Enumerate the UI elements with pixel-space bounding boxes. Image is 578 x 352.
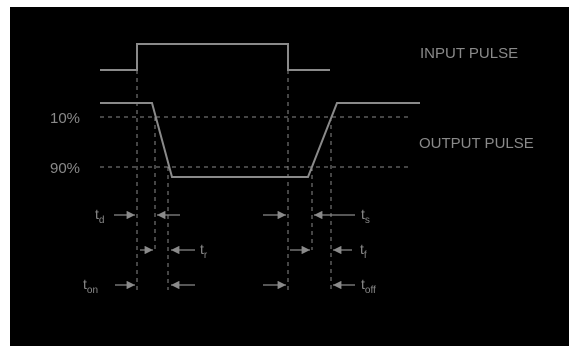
ton-label-sub: on — [87, 285, 98, 296]
ten-percent-label: 10% — [50, 110, 80, 127]
tf-label: tf — [360, 241, 367, 261]
tr-label-sub: r — [204, 250, 208, 261]
ts-label-main: t — [361, 206, 365, 222]
tf-label-sub: f — [364, 250, 367, 261]
output-pulse-waveform — [100, 102, 420, 178]
output-pulse-label: OUTPUT PULSE — [419, 135, 534, 152]
ts-label-sub: s — [365, 215, 370, 226]
td-label: td — [95, 206, 104, 226]
tr-label: tr — [200, 241, 208, 261]
td-label-main: t — [95, 206, 99, 222]
toff-label-sub: off — [365, 285, 376, 296]
ts-label: ts — [361, 206, 370, 226]
input-pulse-label: INPUT PULSE — [420, 45, 518, 62]
ton-label: ton — [83, 276, 98, 296]
ninety-percent-label: 90% — [50, 160, 80, 177]
tr-label-main: t — [200, 241, 204, 257]
ton-label-main: t — [83, 276, 87, 292]
input-pulse-waveform — [100, 43, 330, 71]
toff-label: toff — [361, 276, 376, 296]
toff-label-main: t — [361, 276, 365, 292]
td-label-sub: d — [99, 215, 105, 226]
tf-label-main: t — [360, 241, 364, 257]
